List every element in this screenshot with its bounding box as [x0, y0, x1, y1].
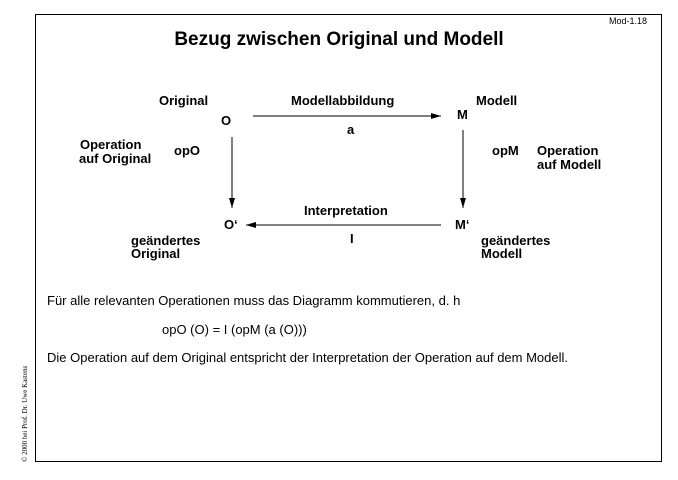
- changed-original-line1: geändertes: [131, 233, 201, 248]
- slide-id: Mod-1.18: [609, 16, 648, 26]
- original-caption: Original: [159, 93, 209, 108]
- left-op-line2: auf Original: [79, 151, 152, 166]
- top-arrow-symbol: a: [347, 122, 355, 137]
- changed-modell-line2: Modell: [481, 246, 523, 261]
- node-o-prime: O‘: [224, 217, 238, 232]
- slide-frame: [35, 14, 662, 462]
- right-op-symbol: opM: [492, 143, 519, 158]
- right-op-line1: Operation: [537, 143, 599, 158]
- commutation-statement: Für alle relevanten Operationen muss das…: [47, 293, 461, 308]
- explanation: Die Operation auf dem Original entsprich…: [47, 350, 568, 365]
- right-op-line2: auf Modell: [537, 157, 602, 172]
- formula: opO (O) = I (opM (a (O))): [162, 322, 307, 337]
- node-m-prime: M‘: [455, 217, 470, 232]
- modell-caption: Modell: [476, 93, 518, 108]
- slide-title: Bezug zwischen Original und Modell: [174, 29, 504, 50]
- node-o: O: [221, 113, 232, 128]
- changed-original-line2: Original: [131, 246, 181, 261]
- top-arrow-label: Modellabbildung: [291, 93, 395, 108]
- left-op-line1: Operation: [80, 137, 142, 152]
- node-m: M: [457, 107, 468, 122]
- bottom-arrow-symbol: I: [350, 231, 354, 246]
- copyright-notice: © 2000 bei Prof. Dr. Uwe Kastens: [21, 365, 29, 462]
- left-op-symbol: opO: [174, 143, 200, 158]
- bottom-arrow-label: Interpretation: [304, 203, 388, 218]
- changed-modell-line1: geändertes: [481, 233, 551, 248]
